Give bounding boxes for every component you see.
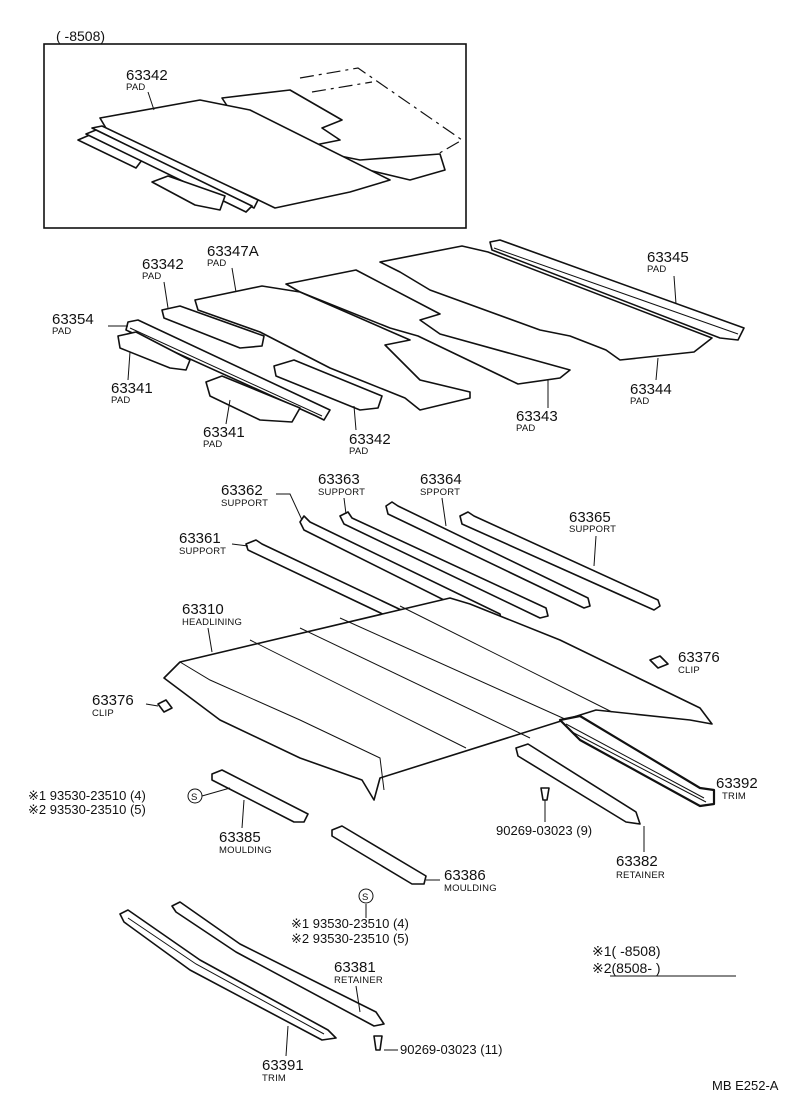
screw-upper-line1: ※1 93530-23510 (4)	[28, 788, 146, 803]
label-63381-number: 63381	[334, 959, 376, 976]
trim-63392-shape	[558, 714, 716, 808]
label-63344-desc: PAD	[630, 396, 649, 407]
footer-code: MB E252-A	[712, 1078, 779, 1093]
pad-63341-b-shape	[205, 375, 301, 423]
label-63361-number: 63361	[179, 530, 221, 547]
pad-63341-a-shape	[117, 331, 191, 371]
label-63354-desc: PAD	[52, 326, 71, 337]
label-63347a-desc: PAD	[207, 258, 226, 269]
label-63381-desc: RETAINER	[334, 975, 383, 986]
pad-63345-shape	[489, 239, 745, 341]
label-clip-right-number: 63376	[678, 649, 720, 666]
pads-group: 63347A PAD 63342 PAD 63354 PAD 63341 PAD…	[52, 239, 745, 457]
label-63385-desc: MOULDING	[219, 845, 272, 856]
label-63365-desc: SUPPORT	[569, 524, 616, 535]
label-clip-right-desc: CLIP	[678, 665, 700, 676]
clip-right-shape	[649, 655, 669, 669]
inset-box: ( -8508) 63342 PAD	[43, 28, 467, 229]
label-63342a-number: 63342	[142, 256, 184, 273]
label-clip-left-number: 63376	[92, 692, 134, 709]
label-63341b-desc: PAD	[203, 439, 222, 450]
screw-lower-line2: ※2 93530-23510 (5)	[291, 931, 409, 946]
retainer-63382-shape	[515, 743, 641, 825]
label-63341a-desc: PAD	[111, 395, 130, 406]
support-63365-shape	[459, 511, 661, 611]
retainer-63381-group: 63381 RETAINER 90269-03023 (11)	[171, 901, 502, 1057]
retainer-63382-group: 63382 RETAINER 90269-03023 (9)	[496, 743, 665, 881]
label-clip-11: 90269-03023 (11)	[400, 1042, 502, 1057]
label-63343-number: 63343	[516, 408, 558, 425]
legend-row1: ※1( -8508)	[592, 943, 661, 959]
label-63362-number: 63362	[221, 482, 263, 499]
legend: ※1( -8508) ※2(8508- )	[592, 943, 736, 977]
label-63310-number: 63310	[182, 601, 224, 618]
moulding-63386-shape	[331, 825, 427, 885]
label-63347a-number: 63347A	[207, 243, 259, 260]
moulding-63386-group: 63386 MOULDING S ※1 93530-23510 (4) ※2 9…	[291, 825, 497, 946]
headlining-group: 63310 HEADLINING	[163, 597, 713, 801]
label-63365-number: 63365	[569, 509, 611, 526]
s-symbol-lower: S	[362, 892, 369, 903]
label-63354-number: 63354	[52, 311, 94, 328]
label-63386-number: 63386	[444, 867, 486, 884]
pad-63342-small-b	[273, 359, 383, 411]
label-63392-number: 63392	[716, 775, 758, 792]
label-63392-desc: TRIM	[722, 791, 746, 802]
label-63364-number: 63364	[420, 471, 462, 488]
trim-63392-group: 63392 TRIM	[558, 714, 758, 808]
pad-63342-small-a	[161, 305, 265, 349]
s-symbol-upper: S	[191, 792, 198, 803]
label-63382-desc: RETAINER	[616, 870, 665, 881]
legend-row2: ※2(8508- )	[592, 960, 661, 976]
screw-lower-line1: ※1 93530-23510 (4)	[291, 916, 409, 931]
label-clip-9: 90269-03023 (9)	[496, 823, 592, 838]
headlining-shape	[163, 597, 713, 801]
label-63361-desc: SUPPORT	[179, 546, 226, 557]
clip-9-shape	[540, 787, 550, 801]
retainer-63381-shape	[171, 901, 385, 1027]
label-63382-number: 63382	[616, 853, 658, 870]
clip-left-group: 63376 CLIP	[92, 692, 173, 719]
moulding-63385-group: S ※1 93530-23510 (4) ※2 93530-23510 (5) …	[28, 769, 309, 856]
label-clip-left-desc: CLIP	[92, 708, 114, 719]
label-63363-desc: SUPPORT	[318, 487, 365, 498]
pad-63343-shape	[285, 269, 571, 385]
label-63363-number: 63363	[318, 471, 360, 488]
label-63343-desc: PAD	[516, 423, 535, 434]
label-63345-number: 63345	[647, 249, 689, 266]
label-63341a-number: 63341	[111, 380, 153, 397]
inset-pad-number: 63342	[126, 67, 168, 84]
pad-63354-shape	[125, 319, 331, 421]
label-63386-desc: MOULDING	[444, 883, 497, 894]
label-63310-desc: HEADLINING	[182, 617, 242, 628]
support-63364-shape	[385, 501, 591, 609]
label-63391-number: 63391	[262, 1057, 304, 1074]
pad-63347a-shape	[194, 285, 471, 411]
label-63345-desc: PAD	[647, 264, 666, 275]
label-63342a-desc: PAD	[142, 271, 161, 282]
moulding-63385-shape	[211, 769, 309, 823]
label-63344-number: 63344	[630, 381, 672, 398]
label-63385-number: 63385	[219, 829, 261, 846]
label-63391-desc: TRIM	[262, 1073, 286, 1084]
clip-right-group: 63376 CLIP	[649, 649, 720, 676]
screw-upper-line2: ※2 93530-23510 (5)	[28, 802, 146, 817]
inset-pad-desc: PAD	[126, 82, 145, 93]
label-63362-desc: SUPPORT	[221, 498, 268, 509]
support-63363-shape	[339, 511, 549, 619]
clip-left-shape	[157, 699, 173, 713]
pad-63344-shape	[379, 245, 713, 361]
inset-range-label: ( -8508)	[56, 28, 105, 44]
label-63364-desc: SPPORT	[420, 487, 460, 498]
label-63341b-number: 63341	[203, 424, 245, 441]
trim-63391-group: 63391 TRIM	[119, 909, 337, 1084]
clip-11-shape	[373, 1035, 383, 1051]
label-63342b-number: 63342	[349, 431, 391, 448]
trim-63391-shape	[119, 909, 337, 1041]
label-63342b-desc: PAD	[349, 446, 368, 457]
